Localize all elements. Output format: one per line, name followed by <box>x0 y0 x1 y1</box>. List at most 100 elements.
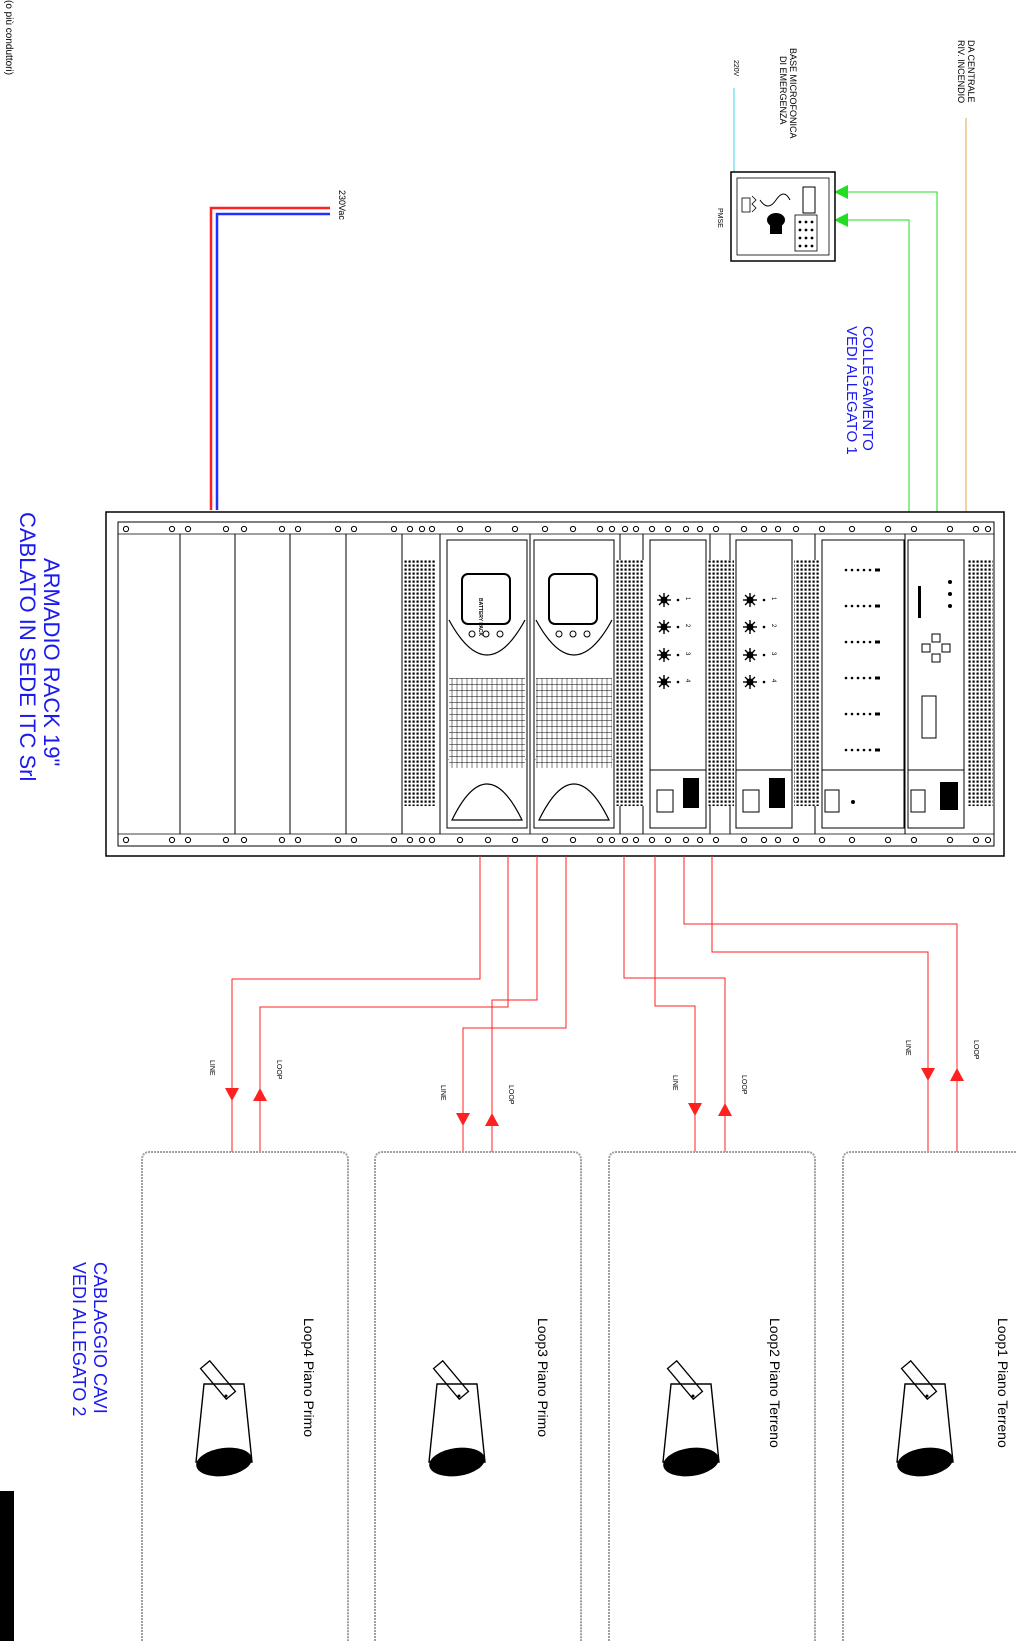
rack-mount-hole <box>541 836 549 844</box>
rack-mount-hole <box>946 525 954 533</box>
rack-mount-hole <box>740 836 748 844</box>
vent-grille <box>616 560 644 806</box>
loop-zone-box <box>842 1151 1016 1641</box>
rack-mount-hole <box>240 525 248 533</box>
volume-knob-icon <box>743 593 757 607</box>
rack-mount-hole <box>222 836 230 844</box>
loop-zone-box <box>374 1151 582 1641</box>
channel-led <box>762 625 766 629</box>
mic-link-arrow-2 <box>834 213 848 227</box>
mic-title-line2: DI EMERGENZA <box>778 56 788 125</box>
channel-number: 3 <box>770 652 776 656</box>
rack-mount-hole <box>511 525 519 533</box>
zone-led <box>850 604 854 608</box>
fire-panel-label-line1: DA CENTRALE <box>966 40 976 103</box>
loop-arrow-icon <box>950 1068 964 1081</box>
loop-cable <box>623 856 726 1152</box>
zone-led <box>844 604 848 608</box>
mic-link-cables <box>848 191 938 512</box>
ups-module-1 <box>446 539 528 829</box>
line-arrow-icon <box>688 1103 702 1116</box>
zone-led <box>856 604 860 608</box>
rack-mount-hole <box>632 525 640 533</box>
zone-led <box>862 640 866 644</box>
rack-mount-hole <box>222 525 230 533</box>
rack-mount-hole <box>972 836 980 844</box>
horn-speaker-icon <box>195 1359 253 1477</box>
horn-speaker-icon <box>428 1359 486 1477</box>
vent-grille <box>708 560 734 806</box>
line-arrow-icon <box>225 1088 239 1101</box>
rack-mount-hole <box>848 525 856 533</box>
rack-mount-hole <box>621 525 629 533</box>
zone-led <box>862 712 866 716</box>
volume-knob-icon <box>743 648 757 662</box>
rack-mount-hole <box>792 836 800 844</box>
loop-cable <box>259 856 509 1152</box>
rack-mount-hole <box>972 525 980 533</box>
line-arrow-icon <box>456 1113 470 1126</box>
zone-led <box>868 712 872 716</box>
zone-led <box>850 748 854 752</box>
rack-mount-hole <box>294 525 302 533</box>
rack-mount-hole <box>511 836 519 844</box>
channel-led <box>762 680 766 684</box>
volume-knob-icon <box>657 648 671 662</box>
left-note: (o più conduttori) <box>3 0 14 76</box>
connection-note-line2: VEDI ALLEGATO 1 <box>843 326 860 455</box>
loop-name: Loop2 Piano Terreno <box>767 1318 783 1448</box>
zone-led <box>868 604 872 608</box>
control-unit-module <box>907 539 965 829</box>
channel-number: 2 <box>770 624 776 628</box>
rack-mount-hole <box>648 836 656 844</box>
rack-mount-hole <box>596 836 604 844</box>
line-cable <box>231 856 481 1152</box>
rack-mount-hole <box>648 525 656 533</box>
zone-led <box>844 568 848 572</box>
battery-pack-label: BATTERY PACK <box>477 598 483 637</box>
horn-speaker-icon <box>896 1359 954 1477</box>
rack-mount-hole <box>350 525 358 533</box>
channel-led <box>676 653 680 657</box>
rack-mount-hole <box>884 836 892 844</box>
rack-mount-hole <box>406 836 414 844</box>
rack-mount-hole <box>294 836 302 844</box>
channel-led <box>762 598 766 602</box>
rack-mount-hole <box>682 836 690 844</box>
title-block-edge <box>0 1491 14 1641</box>
rack-mount-hole <box>760 836 768 844</box>
line-label: LINE <box>671 1075 678 1091</box>
amplifier-module-2 <box>735 539 793 829</box>
loop-label: LOOP <box>740 1075 747 1095</box>
rack-mount-hole <box>818 525 826 533</box>
mic-link-arrow-1 <box>834 185 848 199</box>
loop-name: Loop3 Piano Primo <box>535 1318 551 1438</box>
rack-mount-hole <box>664 836 672 844</box>
ups-module-2 <box>533 539 615 829</box>
connection-note-line1: COLLEGAMENTO <box>859 326 876 451</box>
rack-mount-hole <box>946 836 954 844</box>
mic-title-line1: BASE MICROFONICA <box>788 48 798 139</box>
zone-led <box>856 676 860 680</box>
rack-mount-hole <box>278 836 286 844</box>
channel-led <box>676 598 680 602</box>
rack-mount-hole <box>569 836 577 844</box>
rack-mount-hole <box>390 836 398 844</box>
rack-mount-hole <box>418 525 426 533</box>
line-cable <box>462 856 567 1152</box>
rack-mount-hole <box>848 836 856 844</box>
vent-grille <box>794 560 820 806</box>
rack-mount-hole <box>168 525 176 533</box>
zone-led <box>856 640 860 644</box>
channel-number: 1 <box>770 597 776 601</box>
zone-led <box>844 748 848 752</box>
rack-mount-hole <box>484 525 492 533</box>
line-label: LINE <box>904 1040 911 1056</box>
zone-selector-module <box>821 539 905 829</box>
rack-mount-hole <box>428 836 436 844</box>
zone-led <box>856 568 860 572</box>
rack-mount-hole <box>278 525 286 533</box>
rack-mount-hole <box>122 525 130 533</box>
rack-mount-hole <box>608 836 616 844</box>
